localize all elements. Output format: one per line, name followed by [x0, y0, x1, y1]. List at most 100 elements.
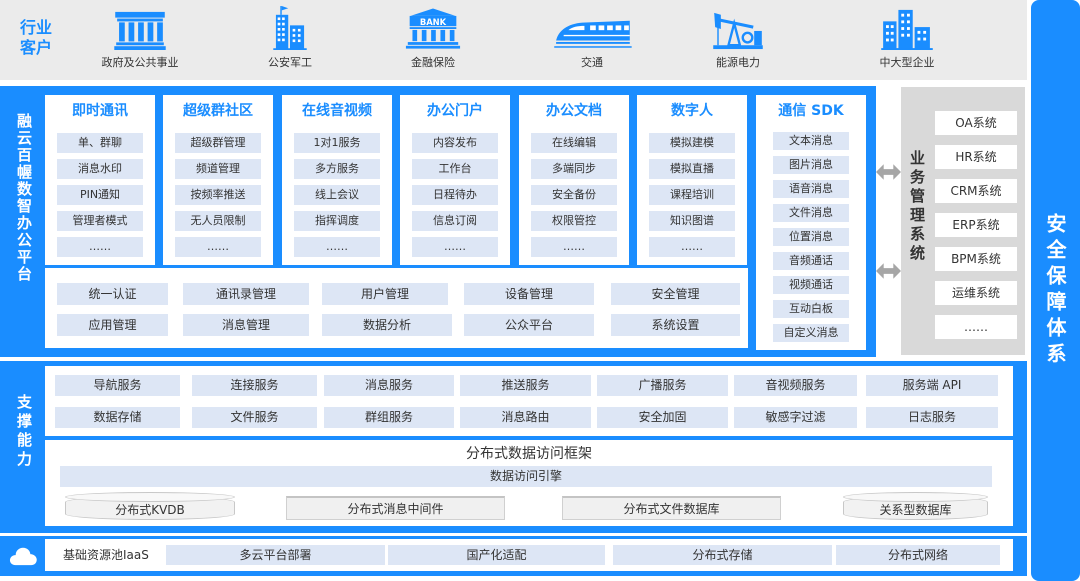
module-feature-item: 超级群管理 [175, 133, 261, 153]
business-system-item: …… [935, 315, 1017, 339]
module-feature-item: 日程待办 [412, 185, 498, 205]
sdk-feature-item: 音频通话 [773, 252, 849, 270]
platform-management-panel: 统一认证 通讯录管理 用户管理 设备管理 安全管理 应用管理 消息管理 数据分析… [45, 268, 748, 348]
service-item: 广播服务 [597, 375, 728, 396]
iaas-title: 基础资源池IaaS [63, 548, 149, 562]
service-item: 安全加固 [597, 407, 728, 428]
module-digital-human: 数字人 模拟建模 模拟直播 课程培训 知识图谱 …… [637, 95, 747, 265]
data-store-file-db: 分布式文件数据库 [562, 496, 781, 520]
customer-label: 能源电力 [716, 56, 760, 69]
module-title: 数字人 [671, 103, 713, 119]
module-title: 超级群社区 [183, 103, 253, 119]
management-item: 安全管理 [611, 283, 740, 305]
module-feature-item: …… [175, 237, 261, 257]
support-title: 支撑能力 [15, 394, 33, 470]
service-item: 推送服务 [460, 375, 591, 396]
module-feature-item: 模拟建模 [649, 133, 735, 153]
iaas-item: 分布式网络 [836, 545, 1000, 565]
customer-energy: 能源电力 [688, 6, 788, 76]
module-title: 办公门户 [427, 103, 483, 119]
module-feature-item: 安全备份 [531, 185, 617, 205]
module-title: 通信 SDK [778, 103, 844, 119]
module-feature-item: …… [294, 237, 380, 257]
business-system-item: BPM系统 [935, 247, 1017, 271]
module-feature-item: 在线编辑 [531, 133, 617, 153]
management-item: 数据分析 [322, 314, 452, 336]
management-item: 用户管理 [322, 283, 448, 305]
management-item: 系统设置 [611, 314, 740, 336]
module-feature-item: PIN通知 [57, 185, 143, 205]
service-item: 导航服务 [55, 375, 180, 396]
module-feature-item: 工作台 [412, 159, 498, 179]
service-item: 消息服务 [324, 375, 454, 396]
module-feature-item: 多方服务 [294, 159, 380, 179]
management-item: 设备管理 [464, 283, 594, 305]
oil-pump-icon [713, 12, 763, 50]
management-item: 通讯录管理 [183, 283, 309, 305]
service-item: 数据存储 [55, 407, 180, 428]
iaas-content: 基础资源池IaaS 多云平台部署 国产化适配 分布式存储 分布式网络 [45, 539, 1013, 571]
government-building-icon [114, 11, 166, 50]
module-feature-item: 内容发布 [412, 133, 498, 153]
sdk-feature-item: 图片消息 [773, 156, 849, 174]
module-feature-item: 频道管理 [175, 159, 261, 179]
platform-title: 融云百幄数智办公平台 [15, 113, 33, 283]
high-speed-train-icon [554, 20, 632, 48]
service-item: 连接服务 [192, 375, 317, 396]
module-feature-item: 按频率推送 [175, 185, 261, 205]
data-store-relational-db: 关系型数据库 [843, 492, 988, 520]
module-feature-item: 无人员限制 [175, 211, 261, 231]
data-store-kvdb: 分布式KVDB [65, 492, 235, 520]
module-office-docs: 办公文档 在线编辑 多端同步 安全备份 权限管控 …… [519, 95, 629, 265]
sdk-feature-item: 语音消息 [773, 180, 849, 198]
bank-icon: BANK [405, 8, 461, 49]
service-item: 敏感字过滤 [734, 407, 857, 428]
enterprise-buildings-icon [881, 9, 933, 50]
module-title: 办公文档 [546, 103, 602, 119]
customer-government: 政府及公共事业 [90, 6, 190, 76]
customer-label: 公安军工 [268, 56, 312, 69]
module-sdk: 通信 SDK 文本消息 图片消息 语音消息 文件消息 位置消息 音频通话 视频通… [756, 95, 866, 350]
module-feature-item: 消息水印 [57, 159, 143, 179]
sdk-feature-item: 自定义消息 [773, 324, 849, 342]
module-feature-item: 线上会议 [294, 185, 380, 205]
police-military-building-icon [273, 6, 307, 50]
business-system-item: CRM系统 [935, 179, 1017, 203]
module-feature-item: …… [412, 237, 498, 257]
data-store-mq: 分布式消息中间件 [286, 496, 505, 520]
module-super-group: 超级群社区 超级群管理 频道管理 按频率推送 无人员限制 …… [163, 95, 273, 265]
iaas-item: 国产化适配 [388, 545, 605, 565]
module-feature-item: 信息订阅 [412, 211, 498, 231]
business-system-item: 运维系统 [935, 281, 1017, 305]
module-im: 即时通讯 单、群聊 消息水印 PIN通知 管理者模式 …… [45, 95, 155, 265]
security-system-bar: 安全保障体系 [1031, 0, 1080, 581]
iaas-item: 分布式存储 [613, 545, 832, 565]
customer-transport: 交通 [542, 6, 642, 76]
service-item: 日志服务 [866, 407, 998, 428]
sdk-feature-item: 视频通话 [773, 276, 849, 294]
module-feature-item: 1对1服务 [294, 133, 380, 153]
customer-label: 金融保险 [411, 56, 455, 69]
service-item: 文件服务 [192, 407, 317, 428]
module-feature-item: 模拟直播 [649, 159, 735, 179]
double-arrow-icon [876, 164, 901, 180]
module-audio-video: 在线音视频 1对1服务 多方服务 线上会议 指挥调度 …… [282, 95, 392, 265]
business-system-item: HR系统 [935, 145, 1017, 169]
sdk-feature-item: 互动白板 [773, 300, 849, 318]
support-services-panel: 导航服务 连接服务 消息服务 推送服务 广播服务 音视频服务 服务端 API 数… [45, 366, 1013, 436]
industry-customers-title: 行业客户 [20, 18, 53, 57]
customer-label: 中大型企业 [879, 56, 935, 69]
data-store-label: 分布式KVDB [115, 503, 185, 517]
service-item: 消息路由 [460, 407, 591, 428]
business-system-item: OA系统 [935, 111, 1017, 135]
customer-label: 政府及公共事业 [101, 56, 179, 69]
module-office-portal: 办公门户 内容发布 工作台 日程待办 信息订阅 …… [400, 95, 510, 265]
business-systems-title: 业务管理系统 [908, 150, 926, 264]
module-feature-item: 指挥调度 [294, 211, 380, 231]
customer-finance: BANK 金融保险 [383, 6, 483, 76]
sdk-feature-item: 位置消息 [773, 228, 849, 246]
data-access-engine: 数据访问引擎 [60, 466, 992, 487]
customer-enterprise: 中大型企业 [857, 6, 957, 76]
module-feature-item: 管理者模式 [57, 211, 143, 231]
sdk-feature-item: 文本消息 [773, 132, 849, 150]
